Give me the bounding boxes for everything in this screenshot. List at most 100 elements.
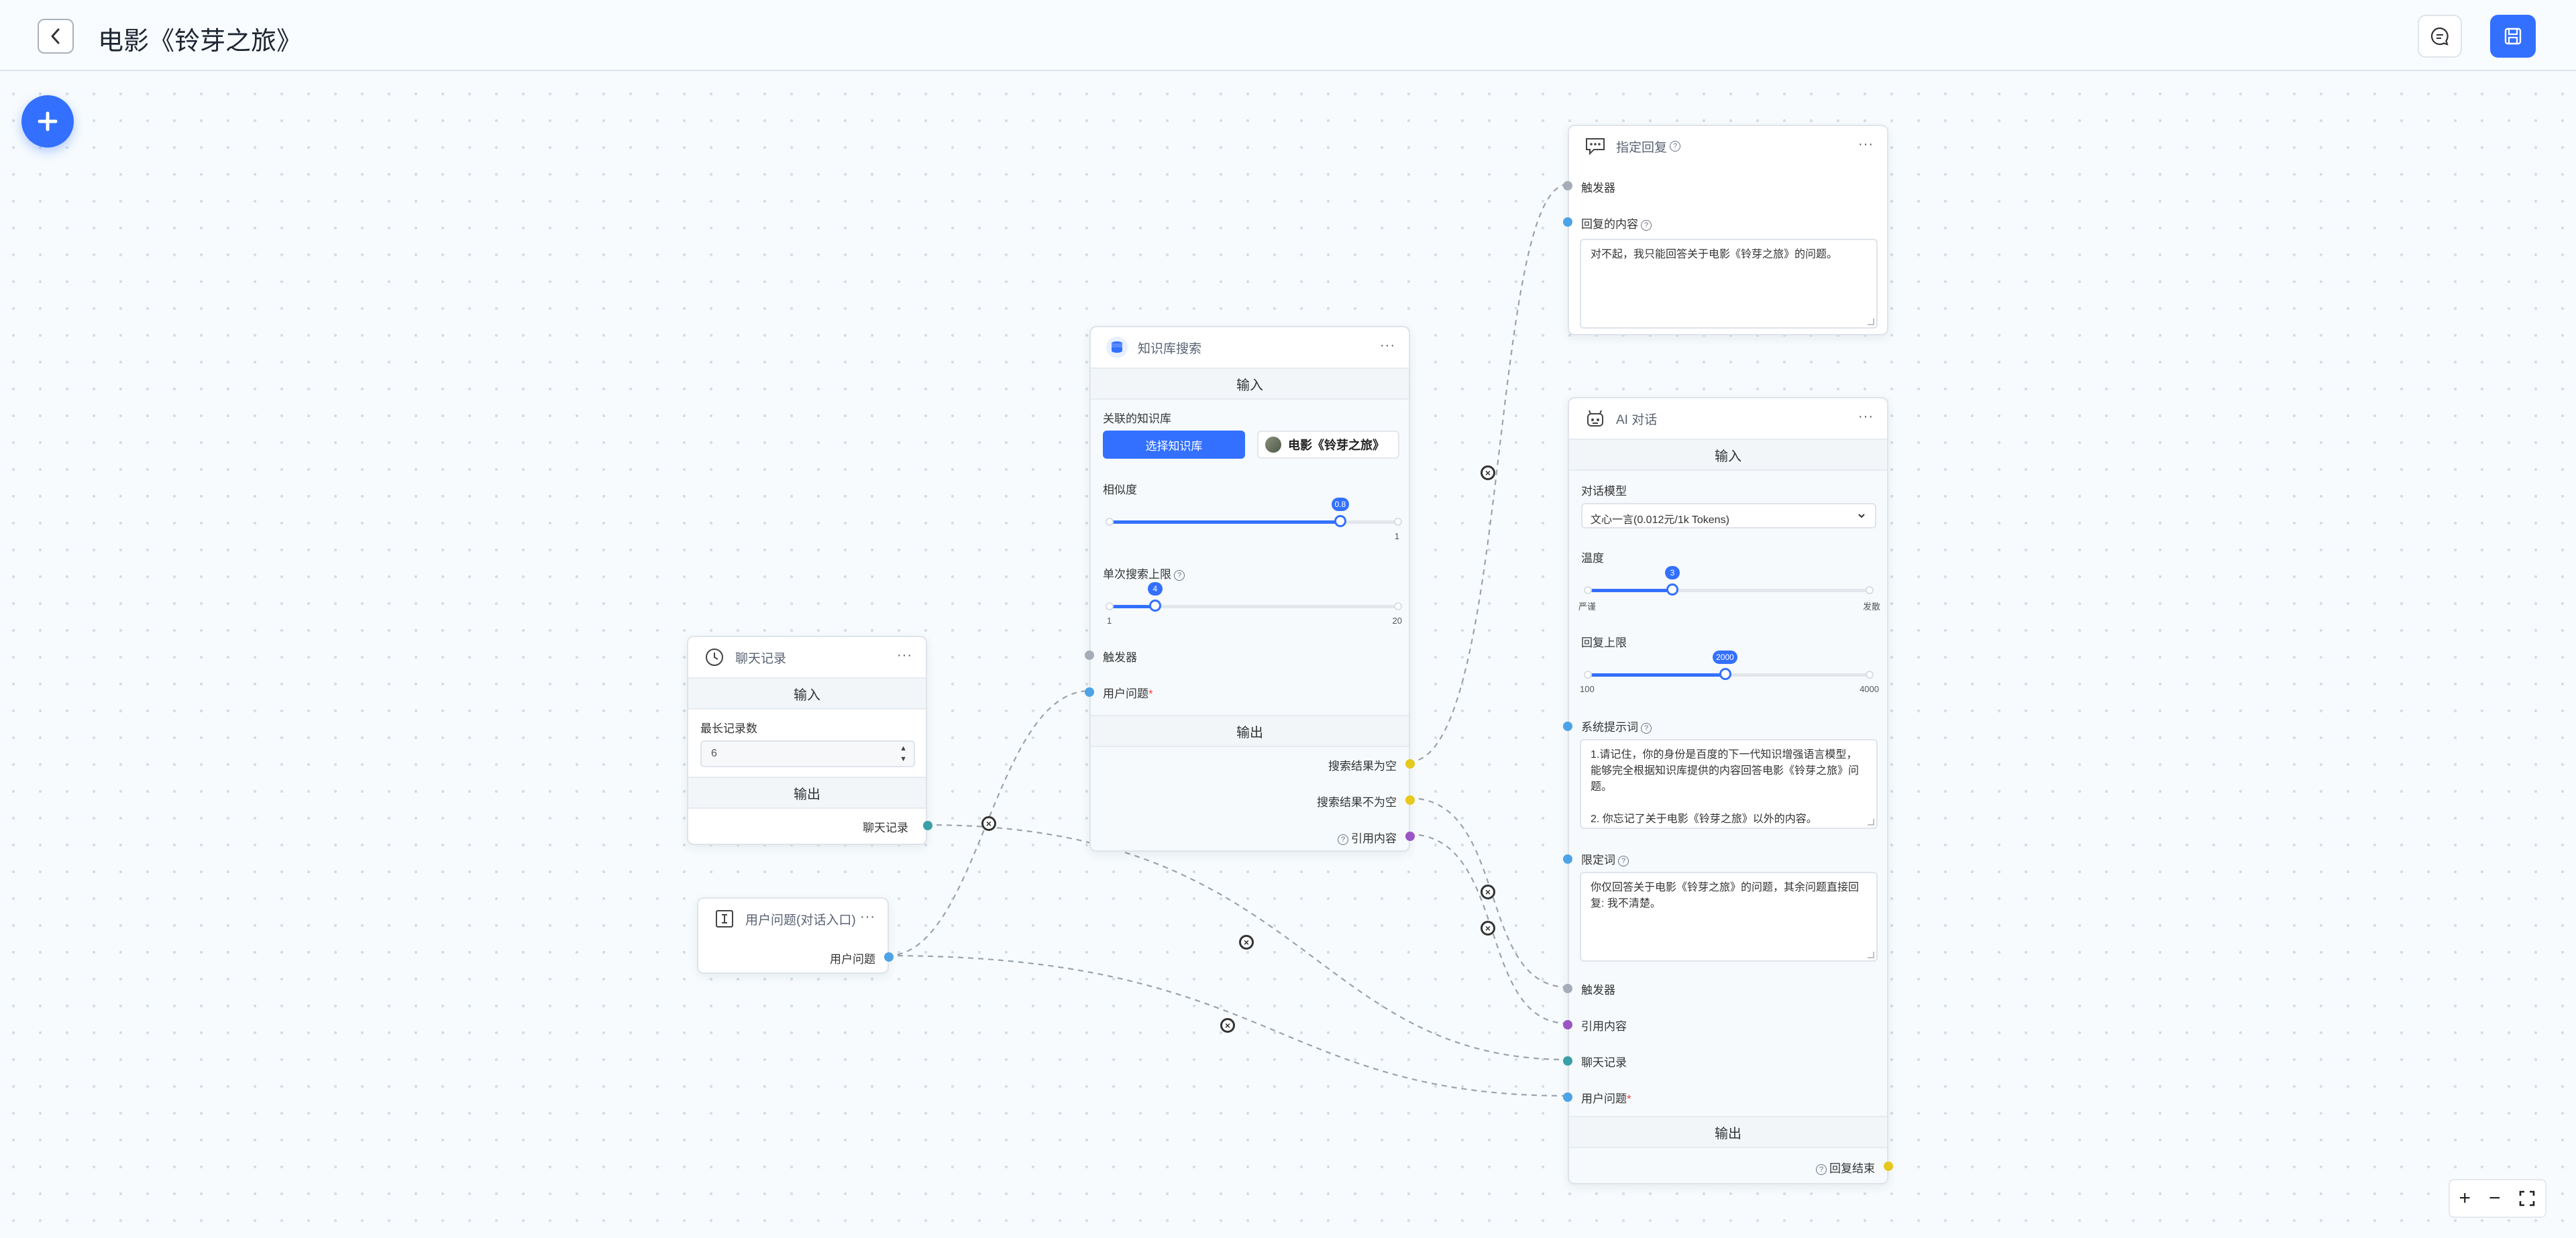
linked-kb-label: 关联的知识库 bbox=[1103, 412, 1171, 425]
zoom-in-button[interactable]: + bbox=[2459, 1187, 2471, 1209]
node-title: 知识库搜索 bbox=[1138, 341, 1202, 356]
input-section: 输入 bbox=[688, 677, 926, 710]
slider-thumb[interactable] bbox=[1666, 583, 1678, 596]
save-button[interactable] bbox=[2490, 15, 2536, 58]
more-icon[interactable]: ··· bbox=[897, 648, 912, 663]
temperature-tip: 3 bbox=[1665, 566, 1680, 579]
more-icon[interactable]: ··· bbox=[1858, 137, 1874, 152]
limit-max-label: 20 bbox=[1392, 616, 1402, 626]
help-icon[interactable]: ? bbox=[1618, 855, 1629, 866]
fullscreen-icon[interactable] bbox=[2518, 1190, 2536, 1207]
input-port-trigger[interactable] bbox=[1563, 181, 1572, 190]
help-icon[interactable]: ? bbox=[1641, 219, 1652, 231]
resize-handle[interactable] bbox=[1868, 952, 1874, 958]
input-port-quote[interactable] bbox=[1563, 1020, 1572, 1029]
node-title: AI 对话 bbox=[1616, 412, 1658, 427]
message-dots-icon bbox=[1584, 135, 1607, 158]
similarity-max-label: 1 bbox=[1394, 531, 1399, 541]
slider-fill bbox=[1588, 673, 1725, 677]
more-icon[interactable]: ··· bbox=[860, 909, 875, 924]
help-icon[interactable]: ? bbox=[1641, 722, 1652, 734]
kb-search-node[interactable]: 知识库搜索 ··· 输入 关联的知识库 选择知识库 电影《铃芽之旅》 相似度 0… bbox=[1085, 326, 1415, 852]
slider-track bbox=[1588, 589, 1870, 592]
temperature-slider[interactable]: 3 严谨 发散 bbox=[1578, 566, 1880, 618]
more-icon[interactable]: ··· bbox=[1380, 338, 1395, 353]
delete-edge-icon[interactable]: × bbox=[1239, 935, 1254, 950]
slider-thumb[interactable] bbox=[1148, 600, 1161, 612]
stepper-arrows-icon[interactable]: ▲▼ bbox=[900, 744, 907, 763]
input-port-trigger[interactable] bbox=[1563, 984, 1572, 993]
delete-edge-icon[interactable]: × bbox=[1220, 1018, 1235, 1033]
system-prompt-label: 系统提示词? bbox=[1581, 718, 1652, 734]
max-tokens-label: 回复上限 bbox=[1581, 636, 1627, 649]
help-icon[interactable]: ? bbox=[1338, 834, 1348, 845]
edge-history-ai[interactable] bbox=[926, 824, 1568, 1061]
delete-edge-icon[interactable]: × bbox=[1481, 465, 1495, 480]
delete-edge-icon[interactable]: × bbox=[981, 816, 996, 831]
input-port-user-question[interactable] bbox=[1563, 1092, 1572, 1102]
output-port-finish[interactable] bbox=[1884, 1162, 1893, 1171]
max-tokens-slider[interactable]: 2000 100 4000 bbox=[1580, 651, 1879, 703]
help-icon[interactable]: ? bbox=[1670, 141, 1681, 152]
limit-min-label: 1 bbox=[1107, 616, 1112, 626]
slider-thumb[interactable] bbox=[1719, 668, 1731, 680]
quote-label: 引用内容 bbox=[1581, 1020, 1627, 1033]
model-select[interactable]: 文心一言(0.012元/1k Tokens) bbox=[1581, 503, 1876, 528]
save-icon bbox=[2504, 27, 2522, 45]
chat-history-node[interactable]: 聊天记录 ··· 输入 最长记录数 6 ▲▼ 输出 聊天记录 bbox=[687, 636, 932, 845]
output-section: 输出 bbox=[688, 777, 926, 809]
select-kb-button[interactable]: 选择知识库 bbox=[1103, 431, 1245, 459]
delete-edge-icon[interactable]: × bbox=[1481, 921, 1495, 936]
input-port-trigger[interactable] bbox=[1085, 651, 1094, 660]
slider-thumb[interactable] bbox=[1334, 515, 1346, 527]
input-port-system-prompt[interactable] bbox=[1563, 722, 1572, 731]
input-port-content[interactable] bbox=[1563, 217, 1572, 227]
trigger-label: 触发器 bbox=[1103, 651, 1137, 664]
resize-handle[interactable] bbox=[1868, 819, 1874, 826]
model-label: 对话模型 bbox=[1581, 485, 1627, 498]
reply-node[interactable]: 指定回复? ··· 触发器 回复的内容? 对不起，我只能回答关于电影《铃芽之旅》… bbox=[1563, 125, 1888, 335]
output-port-user-question[interactable] bbox=[884, 952, 894, 962]
user-question-node[interactable]: 用户问题(对话入口) ··· 用户问题 bbox=[697, 897, 894, 974]
delete-edge-icon[interactable]: × bbox=[1481, 885, 1495, 899]
input-port-history[interactable] bbox=[1563, 1056, 1572, 1066]
output-port-not-empty[interactable] bbox=[1405, 795, 1415, 805]
output-port-history[interactable] bbox=[923, 821, 932, 830]
input-port-user-question[interactable] bbox=[1085, 687, 1094, 697]
reply-content-textarea[interactable]: 对不起，我只能回答关于电影《铃芽之旅》的问题。 bbox=[1580, 239, 1878, 329]
limit-words-textarea[interactable]: 你仅回答关于电影《铃芽之旅》的问题，其余问题直接回复: 我不清楚。 bbox=[1580, 872, 1878, 962]
max-records-input[interactable]: 6 ▲▼ bbox=[700, 740, 915, 767]
edge-userq-ai[interactable] bbox=[887, 954, 1568, 1097]
kb-chip[interactable]: 电影《铃芽之旅》 bbox=[1257, 431, 1399, 459]
input-port-limit-words[interactable] bbox=[1563, 854, 1572, 864]
reply-content-value: 对不起，我只能回答关于电影《铃芽之旅》的问题。 bbox=[1591, 249, 1838, 260]
model-value: 文心一言(0.012元/1k Tokens) bbox=[1591, 514, 1729, 526]
max-records-label: 最长记录数 bbox=[700, 722, 757, 735]
output-port-empty[interactable] bbox=[1405, 759, 1415, 769]
zoom-out-button[interactable]: − bbox=[2488, 1187, 2501, 1209]
slider-track bbox=[1110, 605, 1398, 608]
similarity-slider[interactable]: 0.8 1 bbox=[1106, 498, 1402, 550]
help-icon[interactable]: ? bbox=[1174, 569, 1185, 581]
help-icon[interactable]: ? bbox=[1816, 1164, 1827, 1175]
node-header: 指定回复? ··· bbox=[1569, 126, 1887, 166]
output-port-quote[interactable] bbox=[1405, 832, 1415, 841]
slider-tick bbox=[1106, 602, 1114, 610]
system-prompt-textarea[interactable]: 1.请记住，你的身份是百度的下一代知识增强语言模型，能够完全根据知识库提供的内容… bbox=[1580, 739, 1878, 829]
more-icon[interactable]: ··· bbox=[1858, 409, 1874, 424]
slider-fill bbox=[1110, 605, 1155, 608]
chevron-left-icon bbox=[51, 28, 60, 44]
edge-empty-reply[interactable] bbox=[1408, 183, 1568, 763]
max-tokens-tip: 2000 bbox=[1713, 651, 1737, 664]
back-button[interactable] bbox=[38, 19, 74, 54]
finish-label: ?回复结束 bbox=[1813, 1159, 1875, 1176]
slider-fill bbox=[1110, 520, 1340, 524]
node-title: 聊天记录 bbox=[735, 651, 787, 666]
chat-test-button[interactable] bbox=[2418, 15, 2462, 58]
limit-slider[interactable]: 4 1 20 bbox=[1106, 582, 1402, 634]
temperature-max-label: 发散 bbox=[1862, 602, 1880, 612]
add-node-button[interactable] bbox=[21, 95, 74, 148]
resize-handle[interactable] bbox=[1868, 319, 1874, 325]
clock-icon bbox=[703, 646, 726, 669]
ai-chat-node[interactable]: AI 对话 ··· 输入 对话模型 文心一言(0.012元/1k Tokens)… bbox=[1563, 397, 1893, 1184]
